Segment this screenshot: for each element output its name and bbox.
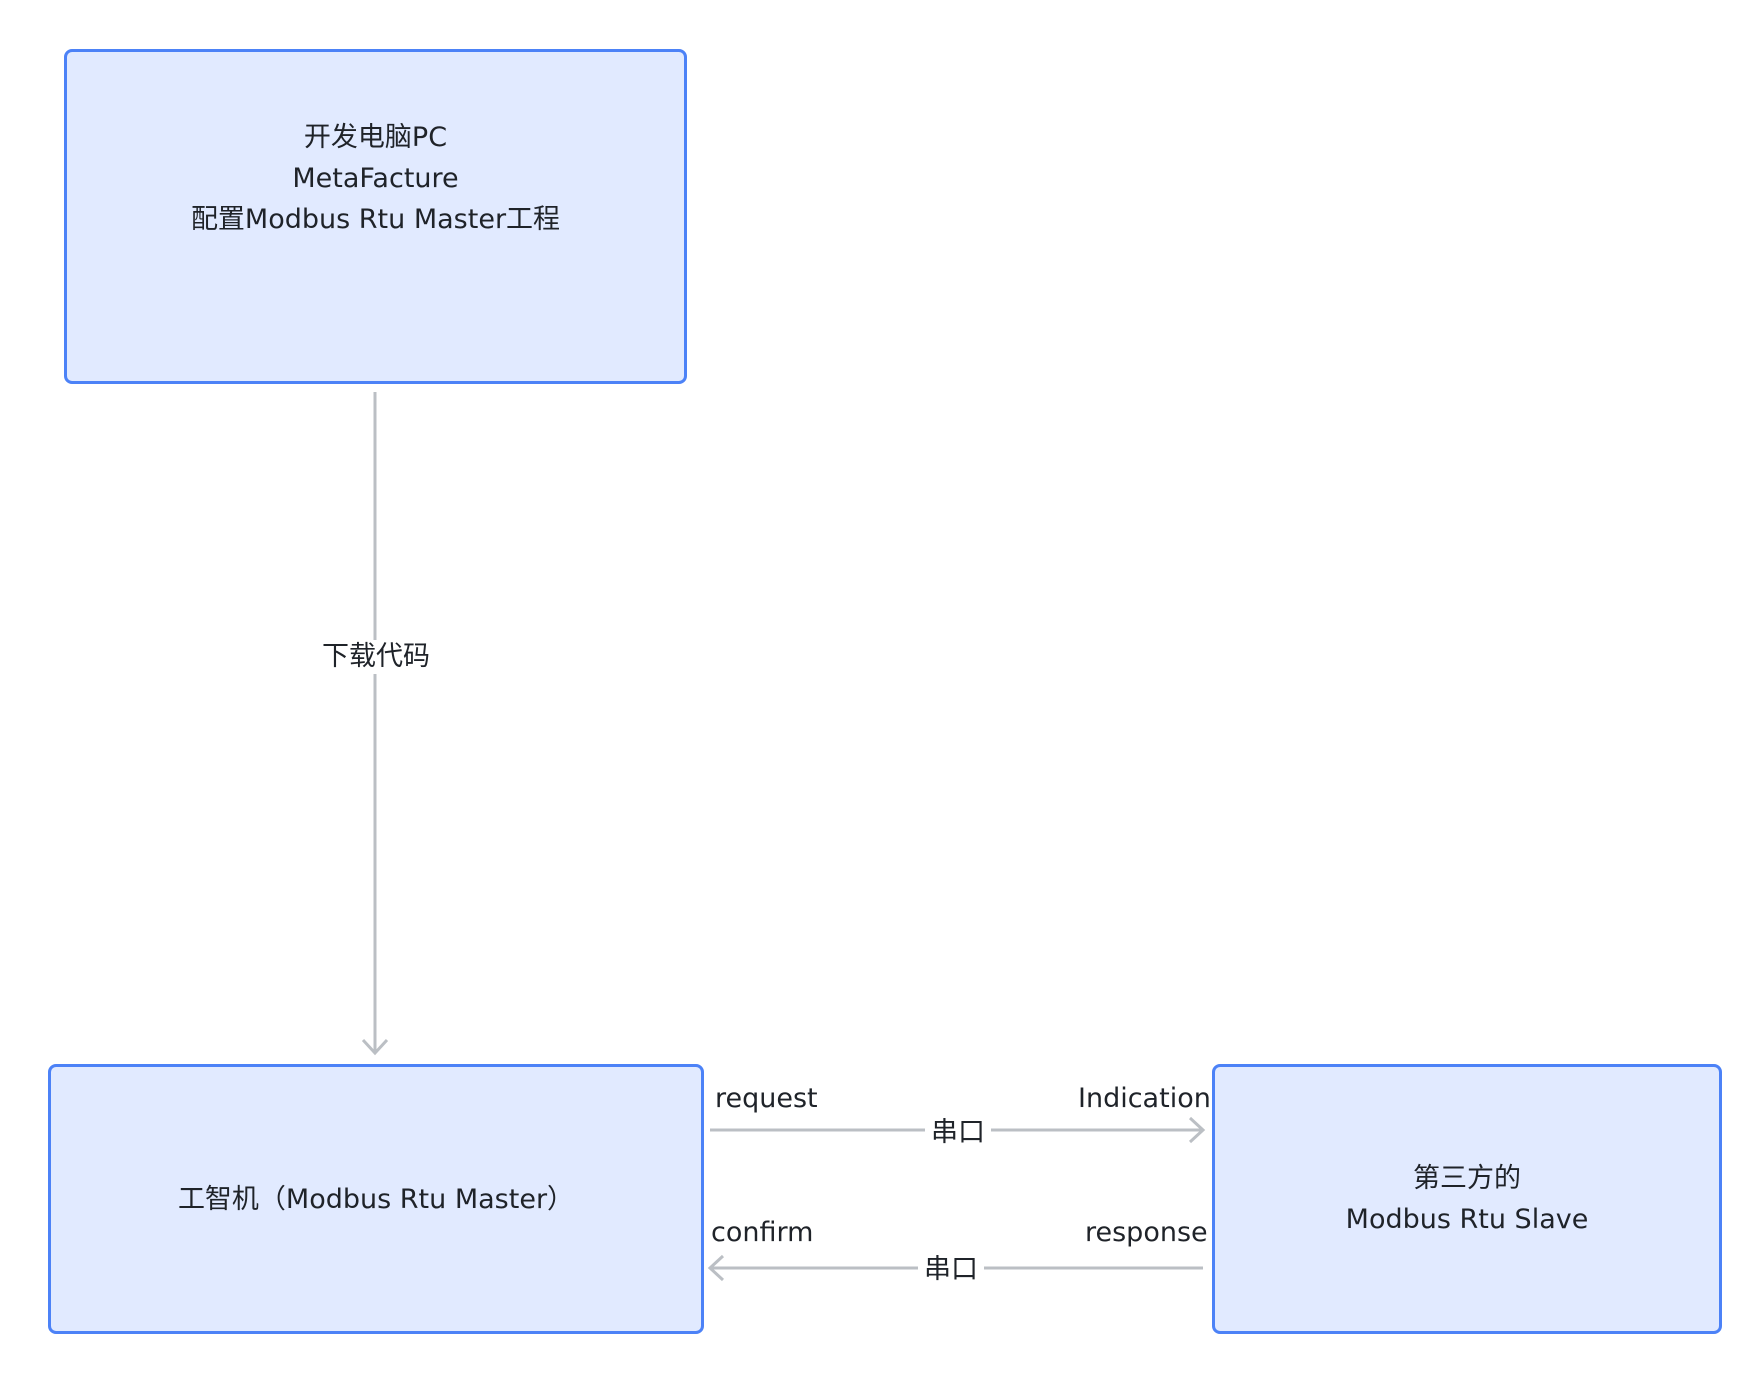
- response-arrowhead: [707, 1254, 725, 1282]
- slave-protocol: Modbus Rtu Slave: [1345, 1204, 1589, 1235]
- dev-pc-software: MetaFacture: [292, 163, 459, 194]
- serial-label-request: 串口: [925, 1116, 991, 1150]
- request-label: request: [715, 1083, 818, 1114]
- confirm-label: confirm: [711, 1217, 814, 1248]
- indication-label: Indication: [1078, 1083, 1211, 1114]
- dev-pc-node[interactable]: 开发电脑PC MetaFacture 配置Modbus Rtu Master工程: [64, 49, 687, 384]
- download-connector: [361, 392, 389, 1056]
- master-node[interactable]: 工智机（Modbus Rtu Master）: [48, 1064, 704, 1334]
- master-title: 工智机（Modbus Rtu Master）: [177, 1183, 575, 1215]
- slave-node[interactable]: 第三方的 Modbus Rtu Slave: [1212, 1064, 1722, 1334]
- dev-pc-task: 配置Modbus Rtu Master工程: [190, 204, 561, 235]
- download-arrowhead: [361, 1038, 389, 1056]
- download-label: 下载代码: [320, 640, 432, 674]
- serial-label-response: 串口: [918, 1253, 984, 1287]
- slave-title: 第三方的: [1413, 1163, 1521, 1194]
- request-arrowhead: [1188, 1116, 1206, 1144]
- dev-pc-title: 开发电脑PC: [303, 122, 448, 153]
- response-label: response: [1085, 1217, 1208, 1248]
